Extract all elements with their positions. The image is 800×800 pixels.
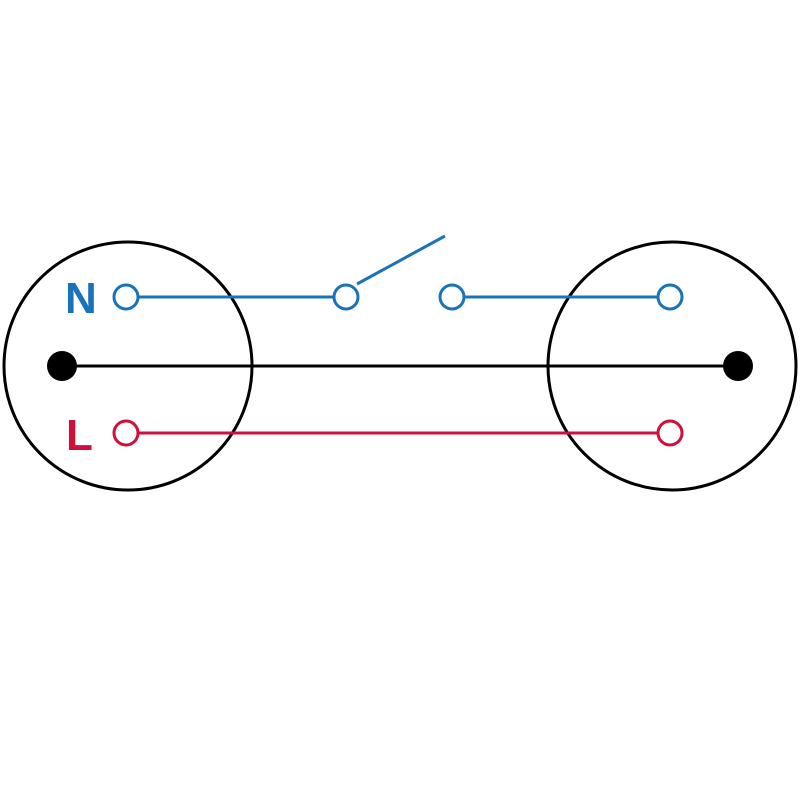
live-label: L xyxy=(66,411,93,460)
switch-lever xyxy=(356,234,446,286)
neutral-label: N xyxy=(65,274,97,323)
right-earth-terminal xyxy=(723,351,753,381)
right-neutral-terminal xyxy=(656,283,684,311)
right-live-terminal xyxy=(656,419,684,447)
left-earth-terminal xyxy=(47,351,77,381)
left-live-terminal xyxy=(112,419,140,447)
switch-contact-left xyxy=(332,283,360,311)
left-neutral-terminal xyxy=(112,283,140,311)
switch-contact-right xyxy=(438,283,466,311)
